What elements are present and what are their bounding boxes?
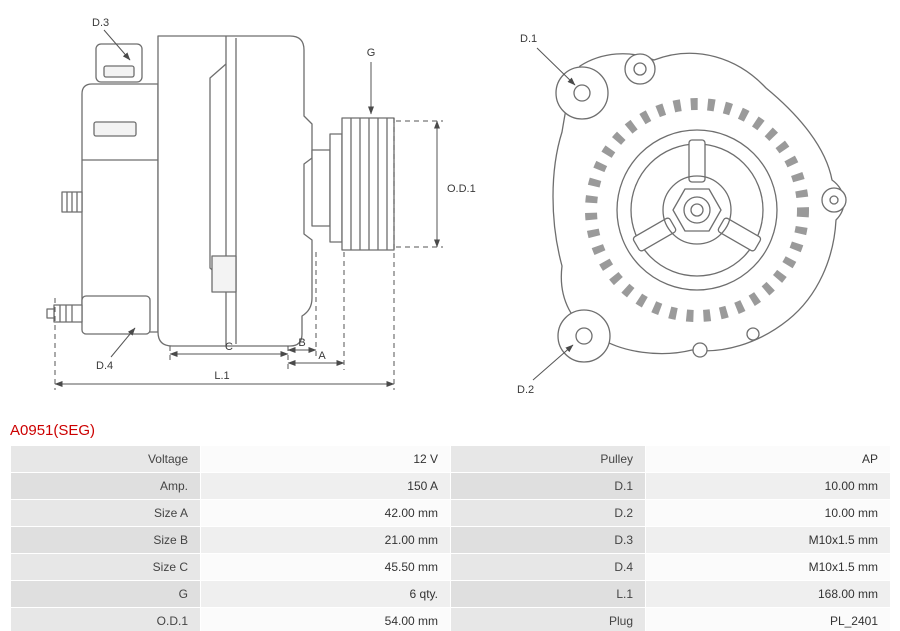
spec-label: D.2 bbox=[450, 499, 646, 527]
spec-row: Size B 21.00 mm D.3 M10x1.5 mm bbox=[10, 526, 891, 554]
spec-label: D.4 bbox=[450, 553, 646, 581]
spec-value: AP bbox=[645, 445, 891, 473]
spec-value: 21.00 mm bbox=[200, 526, 451, 554]
spec-label: Plug bbox=[450, 607, 646, 631]
pulley-spokes bbox=[632, 139, 762, 252]
dimension-labels: D.3 G O.D.1 C B A L.1 D.4 D.1 D.2 bbox=[92, 17, 537, 396]
spec-value: 45.50 mm bbox=[200, 553, 451, 581]
spec-row: O.D.1 54.00 mm Plug PL_2401 bbox=[10, 607, 891, 631]
label-l1: L.1 bbox=[214, 370, 229, 382]
label-g: G bbox=[367, 47, 376, 59]
spec-value: M10x1.5 mm bbox=[645, 553, 891, 581]
alternator-diagram: D.3 G O.D.1 C B A L.1 D.4 D.1 D.2 bbox=[46, 17, 847, 396]
label-od1: O.D.1 bbox=[447, 183, 476, 195]
spec-value: 10.00 mm bbox=[645, 499, 891, 527]
spec-row: Amp. 150 A D.1 10.00 mm bbox=[10, 472, 891, 500]
spec-value: 168.00 mm bbox=[645, 580, 891, 608]
spec-label: G bbox=[10, 580, 201, 608]
spec-table: Voltage 12 V Pulley AP Amp. 150 A D.1 10… bbox=[10, 445, 891, 631]
spec-row: Size C 45.50 mm D.4 M10x1.5 mm bbox=[10, 553, 891, 581]
spec-label: Pulley bbox=[450, 445, 646, 473]
front-view-drawing bbox=[552, 52, 847, 363]
dimension-annotations bbox=[54, 29, 576, 390]
spec-label: D.1 bbox=[450, 472, 646, 500]
spec-value: PL_2401 bbox=[645, 607, 891, 631]
spec-row: Voltage 12 V Pulley AP bbox=[10, 445, 891, 473]
spec-value: 12 V bbox=[200, 445, 451, 473]
spec-value: M10x1.5 mm bbox=[645, 526, 891, 554]
spec-row: G 6 qty. L.1 168.00 mm bbox=[10, 580, 891, 608]
spec-value: 54.00 mm bbox=[200, 607, 451, 631]
spec-label: Size C bbox=[10, 553, 201, 581]
spec-value: 6 qty. bbox=[200, 580, 451, 608]
part-number-link[interactable]: A0951(SEG) bbox=[10, 422, 96, 439]
spec-value: 10.00 mm bbox=[645, 472, 891, 500]
label-d2: D.2 bbox=[517, 384, 534, 396]
spec-row: Size A 42.00 mm D.2 10.00 mm bbox=[10, 499, 891, 527]
technical-drawing: D.3 G O.D.1 C B A L.1 D.4 D.1 D.2 bbox=[46, 17, 847, 396]
spec-value: 150 A bbox=[200, 472, 451, 500]
spec-label: Amp. bbox=[10, 472, 201, 500]
spec-value: 42.00 mm bbox=[200, 499, 451, 527]
spec-label: O.D.1 bbox=[10, 607, 201, 631]
spec-label: Voltage bbox=[10, 445, 201, 473]
label-d3: D.3 bbox=[92, 17, 109, 29]
side-view-drawing bbox=[46, 35, 395, 347]
label-d1: D.1 bbox=[520, 33, 537, 45]
spec-label: Size B bbox=[10, 526, 201, 554]
spec-label: D.3 bbox=[450, 526, 646, 554]
label-b: B bbox=[298, 337, 305, 349]
spec-label: Size A bbox=[10, 499, 201, 527]
label-a: A bbox=[318, 350, 326, 362]
label-d4: D.4 bbox=[96, 360, 113, 372]
spec-label: L.1 bbox=[450, 580, 646, 608]
label-c: C bbox=[225, 341, 233, 353]
